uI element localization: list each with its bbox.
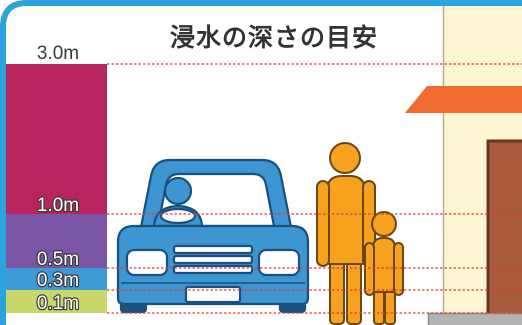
house-awning — [405, 86, 522, 113]
page-title: 浸水の深さの目安 — [170, 23, 378, 52]
driver-head — [163, 176, 193, 206]
child-head — [371, 211, 397, 237]
adult-head — [329, 142, 361, 174]
depth-label-1-0m: 1.0m — [37, 195, 79, 216]
car-headlight-left — [125, 248, 169, 277]
depth-labels: 3.0m 1.0m 0.5m 0.3m 0.1m — [36, 43, 81, 315]
depth-scale-bar — [6, 64, 107, 313]
depth-band-0-1m-to-0-3m — [6, 290, 107, 313]
child-arm-right — [393, 242, 404, 296]
house-step — [428, 313, 522, 325]
depth-label-0-3m: 0.3m — [37, 270, 79, 291]
house — [405, 0, 522, 325]
depth-label-3-0m: 3.0m — [37, 43, 79, 64]
depth-band-1-0m-to-3-0m — [6, 64, 107, 214]
adult-arm-left — [316, 180, 330, 267]
depth-label-0-5m: 0.5m — [37, 249, 79, 270]
child-figure — [364, 211, 404, 325]
house-door — [488, 141, 522, 317]
car-illustration — [116, 158, 310, 314]
car-grille-bar-bottom — [172, 264, 254, 275]
car-headlight-right — [257, 248, 301, 277]
depth-marker-lines — [107, 63, 522, 314]
car-grille-bar-middle — [172, 254, 254, 265]
car-license-plate — [184, 285, 242, 304]
adult-torso — [326, 175, 366, 265]
child-arm-left — [364, 242, 375, 296]
child-torso — [372, 237, 396, 293]
steering-wheel — [159, 207, 197, 225]
depth-label-0-1m: 0.1m — [37, 293, 79, 314]
depth-band-0-5m-to-1-0m — [6, 214, 107, 268]
depth-band-0-3m-to-0-5m — [6, 268, 107, 290]
car-grille-bar-top — [172, 244, 254, 255]
